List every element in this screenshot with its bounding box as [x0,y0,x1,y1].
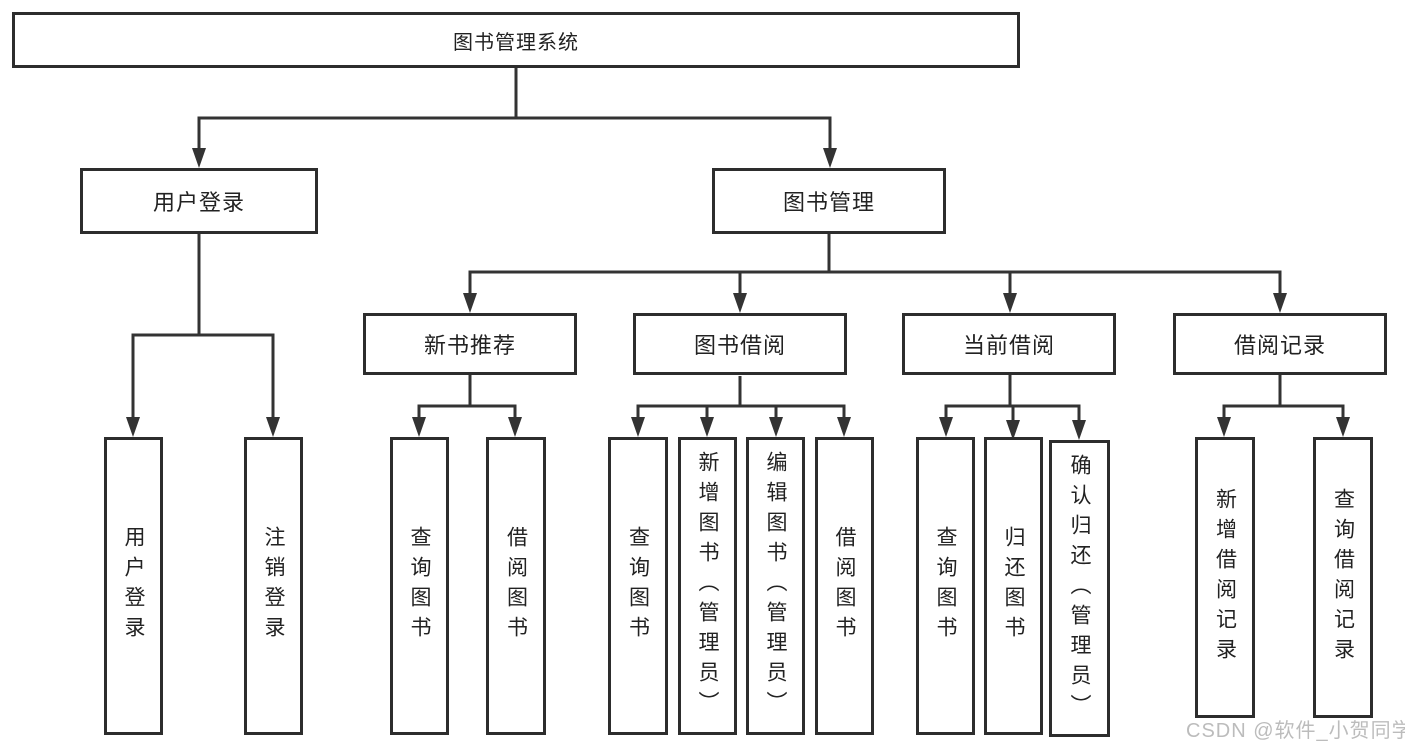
node-label: 当前借阅 [962,333,1055,358]
node-label: 编辑图书（管理员） [764,451,787,721]
arrow-icon [463,293,477,313]
connector-currentborrow-to-children [944,375,1081,421]
arrow-icon [266,417,280,437]
connector-bookmgmt-to-level3 [468,234,1282,295]
leaf-borrow-books-borrow: 借阅图书 [815,437,874,735]
node-label: 借阅记录 [1233,333,1326,358]
leaf-add-borrow-record: 新增借阅记录 [1195,437,1255,718]
arrow-icon [1003,293,1017,313]
arrow-icon [1336,417,1350,437]
connector-borrowrecord-to-children [1222,375,1345,419]
leaf-query-books-borrow: 查询图书 [608,437,668,735]
arrow-icon [837,417,851,437]
leaf-edit-book-admin: 编辑图书（管理员） [746,437,805,735]
node-label: 查询图书 [626,526,650,646]
arrow-icon [508,417,522,437]
node-label: 图书管理 [782,190,875,215]
node-new-book-recommend: 新书推荐 [363,313,577,375]
node-library-management-system: 图书管理系统 [12,12,1020,68]
leaf-user-login: 用户登录 [104,437,163,735]
node-label: 新增图书（管理员） [696,451,719,721]
node-label: 用户登录 [122,526,145,646]
leaf-return-books: 归还图书 [984,437,1043,735]
leaf-confirm-return-admin: 确认归还（管理员） [1049,440,1110,737]
node-label: 归还图书 [1002,526,1025,646]
arrow-icon [700,417,714,437]
arrow-icon [631,417,645,437]
arrow-icon [939,417,953,437]
leaf-logout: 注销登录 [244,437,303,735]
arrow-icon [412,417,426,437]
csdn-watermark: CSDN @软件_小贺同学 [1186,720,1405,742]
connector-newbook-to-children [417,375,517,419]
node-current-borrowing: 当前借阅 [902,313,1116,375]
arrow-icon [733,293,747,313]
arrow-icon [1072,420,1086,440]
leaf-borrow-books-newbook: 借阅图书 [486,437,546,735]
connector-userlogin-to-children [131,234,275,419]
node-label: 新增借阅记录 [1213,487,1237,668]
node-label: 新书推荐 [423,333,516,358]
node-user-login: 用户登录 [80,168,318,234]
leaf-query-books-newbook: 查询图书 [390,437,449,735]
leaf-query-borrow-record: 查询借阅记录 [1313,437,1373,718]
leaf-query-books-current: 查询图书 [916,437,975,735]
node-borrowing-records: 借阅记录 [1173,313,1387,375]
node-label: 查询图书 [408,526,431,646]
connector-root-to-level2 [197,68,832,150]
node-label: 借阅图书 [504,526,528,646]
arrow-icon [769,417,783,437]
arrow-icon [192,148,206,168]
node-label: 图书管理系统 [453,31,579,54]
node-label: 用户登录 [152,190,245,215]
node-label: 注销登录 [262,526,285,646]
node-label: 借阅图书 [833,526,856,646]
node-label: 确认归还（管理员） [1068,453,1091,724]
node-label: 查询借阅记录 [1331,487,1355,668]
connector-bookborrow-to-children [636,376,846,419]
arrow-icon [823,148,837,168]
arrow-icon [1006,420,1020,440]
node-book-borrowing: 图书借阅 [633,313,847,375]
node-label: 查询图书 [934,526,957,646]
leaf-add-book-admin: 新增图书（管理员） [678,437,737,735]
arrow-icon [1217,417,1231,437]
arrow-icon [1273,293,1287,313]
node-book-management: 图书管理 [712,168,946,234]
arrow-icon [126,417,140,437]
node-label: 图书借阅 [693,333,786,358]
arrowheads [126,148,1350,440]
